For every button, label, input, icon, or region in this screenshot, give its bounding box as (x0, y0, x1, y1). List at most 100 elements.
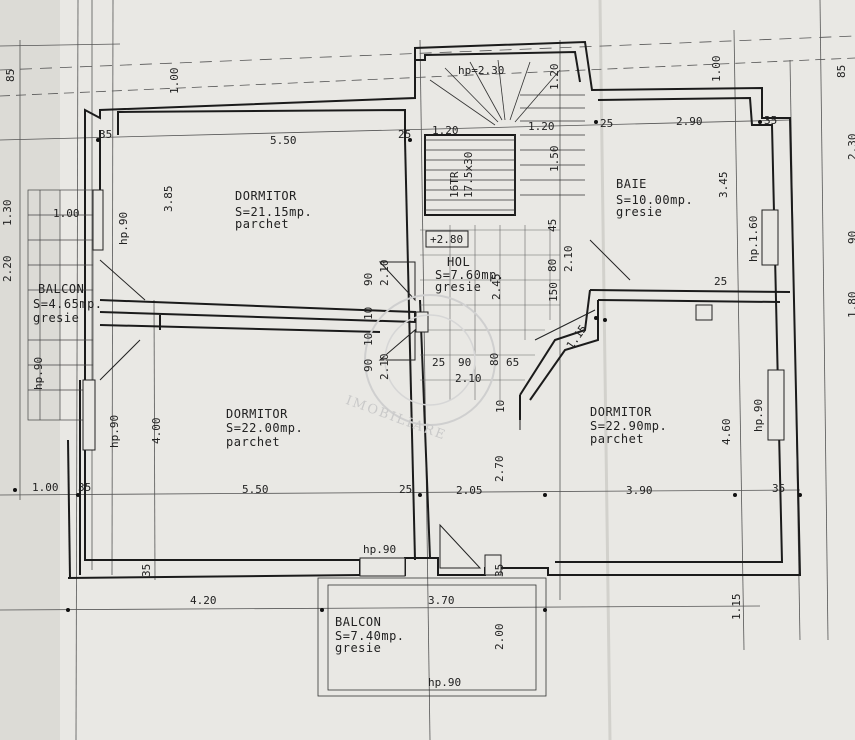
room-name-bedroom-right: DORMITOR (590, 405, 652, 419)
dim-270: 2.70 (493, 456, 506, 483)
dim-120-b: 1.20 (528, 120, 555, 133)
stair-treads (425, 59, 585, 215)
dim-80-b: 80 (488, 353, 501, 366)
room-area-balcony-left: S=4.65mp. (33, 297, 103, 311)
room-area-bathroom: S=10.00mp. (616, 193, 693, 207)
room-floor-bathroom: gresie (616, 205, 662, 219)
dim-65: 65 (506, 356, 519, 369)
room-floor-balcony-bottom: gresie (335, 641, 381, 655)
dim-220: 2.20 (1, 256, 14, 283)
room-area-hall: S=7.60mp. (435, 268, 505, 282)
room-area-bedroom-bottom-left: S=22.00mp. (226, 421, 303, 435)
dim-460: 4.60 (720, 419, 733, 446)
balcony-bottom (317, 577, 547, 697)
dim-25-c: 25 (714, 275, 727, 288)
room-area-bedroom-right: S=22.90mp. (590, 419, 667, 433)
dim-90-b: 90 (362, 359, 375, 372)
dim-35-bl: 35 (78, 481, 91, 494)
dim-hp90-f: hp.90 (428, 676, 461, 689)
dim-100-tr: 1.00 (710, 56, 723, 83)
dim-290: 2.90 (676, 115, 703, 128)
room-floor-bedroom-right: parchet (590, 432, 644, 446)
dim-90-c: 90 (458, 356, 471, 369)
hall-tile-grid (420, 225, 560, 400)
dim-400: 4.00 (150, 418, 163, 445)
dim-35-b1: 35 (140, 564, 153, 577)
dim-85-right: 85 (835, 65, 848, 78)
room-name-bathroom: BAIE (616, 177, 647, 191)
dim-130: 1.30 (1, 200, 14, 227)
dim-hp90-c: hp.90 (108, 415, 121, 448)
dim-25-d: 25 (432, 356, 445, 369)
dim-385: 3.85 (162, 186, 175, 213)
dim-100-top: 1.00 (168, 68, 181, 95)
dim-210-c: 2.10 (378, 354, 391, 381)
paper-fold (598, 0, 612, 740)
dim-90-r: 90 (846, 231, 855, 244)
dim-hp90-a: hp.90 (117, 212, 130, 245)
dim-100-balcony: 1.00 (53, 207, 80, 220)
windows (82, 189, 785, 577)
dim-210-d: 2.10 (455, 372, 482, 385)
dim-35-br: 35 (772, 482, 785, 495)
dim-550-bottom: 5.50 (242, 483, 269, 496)
dim-25-f: 25 (399, 483, 412, 496)
dim-hp90-d: hp.90 (752, 399, 765, 432)
dim-10-a: 10 (362, 307, 375, 320)
paper-shadow-left (0, 0, 60, 740)
dim-10-b: 10 (362, 333, 375, 346)
room-floor-balcony-left: gresie (33, 311, 79, 325)
dim-210-a: 2.10 (562, 246, 575, 273)
dim-230: 2.30 (846, 134, 855, 161)
walls (67, 40, 802, 579)
room-floor-bedroom-bottom-left: parchet (226, 435, 280, 449)
dim-120-c: 1.20 (548, 64, 561, 91)
room-name-bedroom-top-left: DORMITOR (235, 189, 297, 203)
dim-150-b: 150 (547, 282, 560, 302)
room-name-hall: HOL (447, 255, 470, 269)
dim-205: 2.05 (456, 484, 483, 497)
dimension-ticks (13, 120, 802, 612)
dim-25-b: 25 (600, 117, 613, 130)
room-floor-bedroom-top-left: parchet (235, 217, 289, 231)
dim-35-b2: 35 (493, 564, 506, 577)
dim-hp90-e: hp.90 (363, 543, 396, 556)
room-name-bedroom-bottom-left: DORMITOR (226, 407, 288, 421)
level-box (425, 230, 469, 248)
dim-25-a: 25 (398, 128, 411, 141)
dim-85-left: 85 (4, 69, 17, 82)
dim-180: 1.80 (846, 292, 855, 319)
dim-420: 4.20 (190, 594, 217, 607)
stairs-steps-label: 16TR (448, 171, 461, 198)
balcony-left-tiles (27, 189, 94, 421)
room-floor-hall: gresie (435, 280, 481, 294)
dim-345: 3.45 (717, 172, 730, 199)
dim-550-top: 5.50 (270, 134, 297, 147)
dim-10-c: 10 (494, 400, 507, 413)
room-name-balcony-left: BALCON (38, 282, 84, 296)
dim-80: 80 (546, 259, 559, 272)
dim-245: 2.45 (490, 274, 503, 301)
dim-370: 3.70 (428, 594, 455, 607)
dim-120-a: 1.20 (432, 124, 459, 137)
dim-35-tl: 35 (99, 128, 112, 141)
dim-210-b: 2.10 (378, 260, 391, 287)
stairs-size-label: 17.5x30 (462, 152, 475, 198)
dim-hp90-b: hp.90 (32, 357, 45, 390)
room-area-bedroom-top-left: S=21.15mp. (235, 205, 312, 219)
level-label: +2.80 (430, 233, 463, 246)
dim-35-tr: 35 (764, 114, 777, 127)
dim-200: 2.00 (493, 624, 506, 651)
dim-150: 1.50 (548, 146, 561, 173)
dim-100-bottom: 1.00 (32, 481, 59, 494)
room-name-balcony-bottom: BALCON (335, 615, 381, 629)
dim-90-a: 90 (362, 273, 375, 286)
stairs-hp-label: hp=2.30 (458, 64, 504, 77)
room-area-balcony-bottom: S=7.40mp. (335, 629, 405, 643)
dim-hp160: hp.1.60 (747, 216, 760, 262)
dim-115-b: 1.15 (730, 594, 743, 621)
door-swings (99, 239, 631, 569)
